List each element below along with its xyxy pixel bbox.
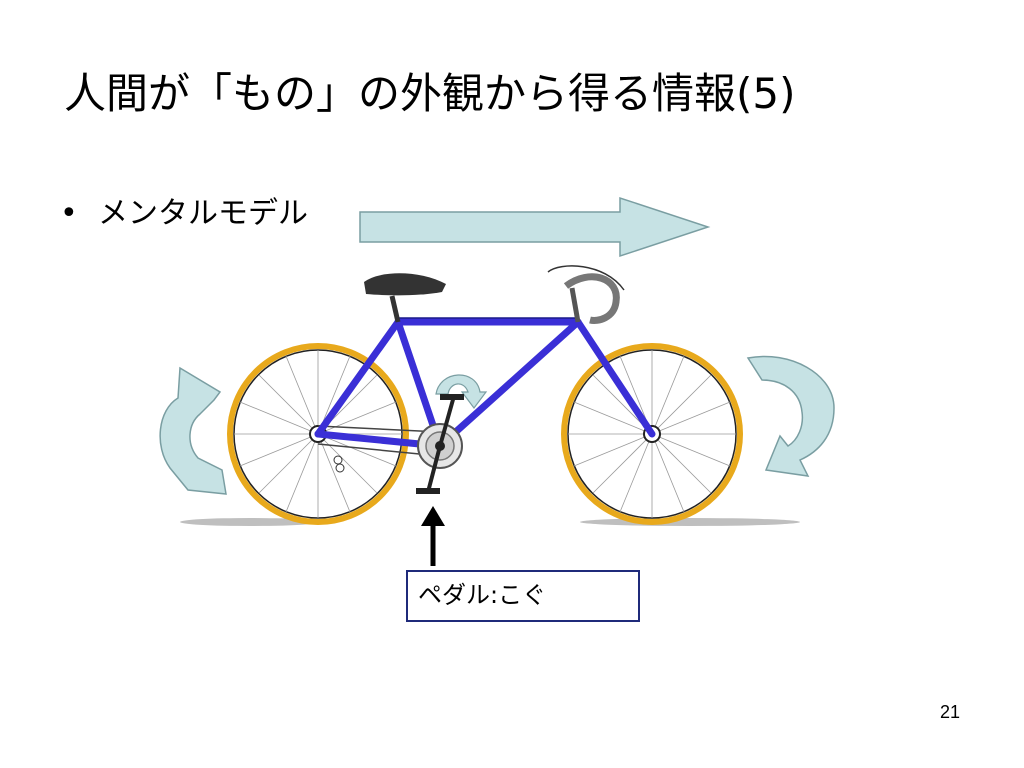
crank-rotation-arrow-icon <box>435 374 488 409</box>
counterclockwise-arrow-icon <box>159 366 227 495</box>
slide-title: 人間が「もの」の外観から得る情報(5) <box>64 69 796 118</box>
ground-shadow <box>180 518 800 526</box>
right-arrow-icon <box>359 196 711 258</box>
clockwise-arrow-icon <box>746 355 835 477</box>
bullet-marker: • <box>60 196 78 231</box>
pedal-label-box: ペダル:こぐ <box>406 570 640 622</box>
up-arrow-icon <box>421 506 445 566</box>
bicycle-icon <box>227 265 743 525</box>
page-number: 21 <box>939 702 960 722</box>
bullet-text: メンタルモデル <box>98 196 308 231</box>
bullet-item: • メンタルモデル <box>60 196 308 232</box>
